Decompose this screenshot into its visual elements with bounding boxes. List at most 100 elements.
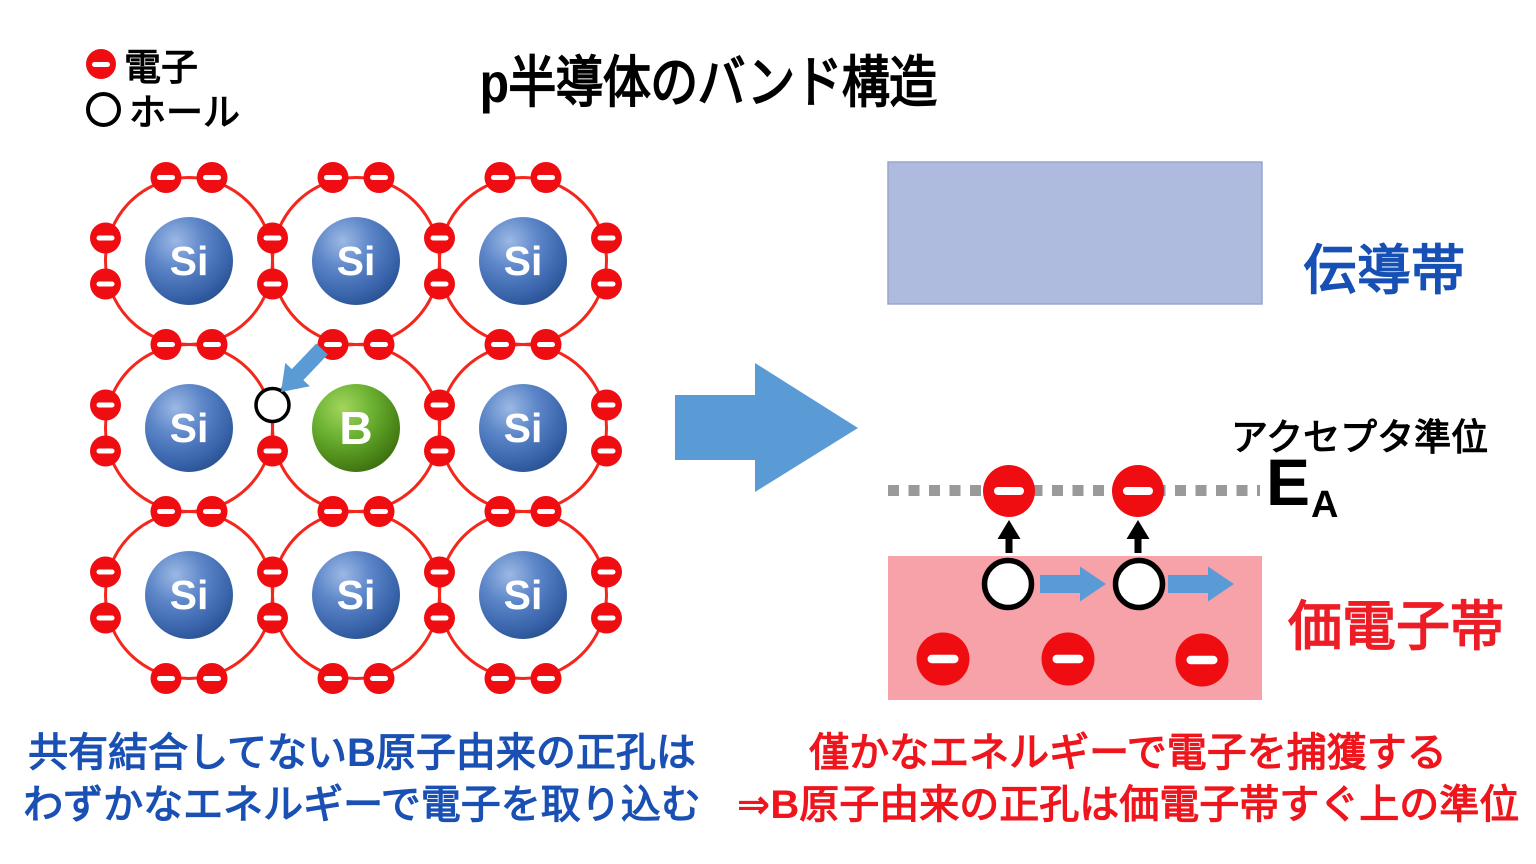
electron-icon bbox=[86, 49, 116, 79]
electron-icon bbox=[424, 268, 455, 300]
electron-icon bbox=[90, 556, 121, 588]
electron-icon bbox=[484, 663, 516, 694]
legend: 電子 ホール bbox=[86, 44, 240, 133]
electron-icon bbox=[90, 389, 121, 421]
electron-icon bbox=[90, 435, 121, 467]
electron-icon bbox=[196, 663, 228, 694]
electron-icon bbox=[150, 162, 182, 193]
page-title: p半導体のバンド構造 bbox=[479, 51, 938, 114]
si-atom bbox=[312, 217, 400, 305]
atom-label: Si bbox=[337, 238, 376, 284]
atom-label: Si bbox=[504, 405, 543, 451]
electron-icon bbox=[591, 602, 622, 634]
caption-lattice: 共有結合してないB原子由来の正孔は わずかなエネルギーで電子を取り込む bbox=[10, 727, 714, 831]
si-atom bbox=[145, 217, 233, 305]
electron-icon bbox=[530, 162, 562, 193]
caption-lattice-line2: わずかなエネルギーで電子を取り込む bbox=[23, 783, 701, 827]
capture-arrow-icon bbox=[1126, 520, 1150, 553]
electron-icon bbox=[424, 435, 455, 467]
electron-icon bbox=[150, 663, 182, 694]
electron-icon bbox=[591, 556, 622, 588]
caption-band-line2: ⇒B原子由来の正孔は価電子帯すぐ上の準位 bbox=[736, 783, 1520, 827]
hole-move-arrow-icon bbox=[1040, 566, 1106, 602]
electron-icon bbox=[591, 268, 622, 300]
hole-pointer-arrow-icon bbox=[281, 343, 328, 392]
si-atom bbox=[312, 551, 400, 639]
atom-label: B bbox=[339, 402, 372, 454]
caption-lattice-line1: 共有結合してないB原子由来の正孔は bbox=[28, 731, 696, 775]
si-atom bbox=[145, 551, 233, 639]
electron-icon bbox=[317, 496, 349, 527]
valence-hole-icon bbox=[981, 557, 1035, 611]
si-atom bbox=[145, 384, 233, 472]
electron-icon bbox=[530, 496, 562, 527]
acceptor-level-label: アクセプタ準位 bbox=[1231, 417, 1489, 458]
legend-electron-row: 電子 bbox=[86, 44, 240, 88]
capture-arrow-icon bbox=[997, 520, 1021, 553]
legend-hole-label: ホール bbox=[129, 92, 240, 133]
electron-icon bbox=[363, 663, 395, 694]
level-electron-icon bbox=[1112, 465, 1164, 517]
electron-icon bbox=[530, 329, 562, 360]
electron-icon bbox=[363, 496, 395, 527]
level-electron-icon bbox=[983, 465, 1035, 517]
hole-move-arrow-icon bbox=[1168, 566, 1234, 602]
acceptor-energy-symbol: EA bbox=[1266, 445, 1339, 526]
legend-electron-label: 電子 bbox=[124, 47, 198, 88]
atom-label: Si bbox=[504, 572, 543, 618]
hole-icon bbox=[86, 91, 121, 127]
electron-icon bbox=[484, 162, 516, 193]
valence-hole-icon bbox=[1112, 557, 1166, 611]
electron-icon bbox=[363, 329, 395, 360]
electron-icon bbox=[591, 435, 622, 467]
electron-icon bbox=[424, 602, 455, 634]
electron-icon bbox=[257, 268, 288, 300]
electron-icon bbox=[196, 496, 228, 527]
transition-arrow-icon bbox=[675, 363, 858, 492]
electron-icon bbox=[424, 389, 455, 421]
electron-icon bbox=[257, 556, 288, 588]
electron-icon bbox=[484, 496, 516, 527]
electron-icon bbox=[196, 162, 228, 193]
atom-label: Si bbox=[504, 238, 543, 284]
atom-label: Si bbox=[170, 405, 209, 451]
electron-icon bbox=[257, 435, 288, 467]
electron-icon bbox=[196, 329, 228, 360]
electron-icon bbox=[150, 496, 182, 527]
electron-icon bbox=[424, 222, 455, 254]
b-atom bbox=[312, 384, 400, 472]
electron-icon bbox=[363, 162, 395, 193]
electron-icon bbox=[484, 329, 516, 360]
valence-electron-icon bbox=[1041, 632, 1095, 686]
electron-icon bbox=[150, 329, 182, 360]
electron-icon bbox=[317, 162, 349, 193]
conduction-band-label: 伝導帯 bbox=[1303, 241, 1465, 301]
valence-electron-icon bbox=[916, 632, 970, 686]
si-atom bbox=[479, 551, 567, 639]
atom-label: Si bbox=[170, 572, 209, 618]
electron-icon bbox=[424, 556, 455, 588]
valence-electron-icon bbox=[1175, 633, 1229, 687]
electron-icon bbox=[90, 222, 121, 254]
band-diagram bbox=[675, 161, 1263, 700]
si-atom bbox=[479, 217, 567, 305]
caption-band: 僅かなエネルギーで電子を捕獲する ⇒B原子由来の正孔は価電子帯すぐ上の準位 bbox=[723, 727, 1533, 831]
electron-icon bbox=[591, 389, 622, 421]
electron-icon bbox=[317, 663, 349, 694]
legend-hole-row: ホール bbox=[86, 89, 240, 133]
atom-label: Si bbox=[337, 572, 376, 618]
caption-band-line1: 僅かなエネルギーで電子を捕獲する bbox=[809, 731, 1447, 775]
electron-icon bbox=[257, 602, 288, 634]
electron-icon bbox=[90, 602, 121, 634]
electron-icon bbox=[257, 222, 288, 254]
electron-icon bbox=[530, 663, 562, 694]
electron-icon bbox=[591, 222, 622, 254]
atom-label: Si bbox=[170, 238, 209, 284]
electron-icon bbox=[90, 268, 121, 300]
conduction-band bbox=[887, 161, 1263, 305]
si-atom bbox=[479, 384, 567, 472]
bond-ring bbox=[438, 510, 608, 680]
